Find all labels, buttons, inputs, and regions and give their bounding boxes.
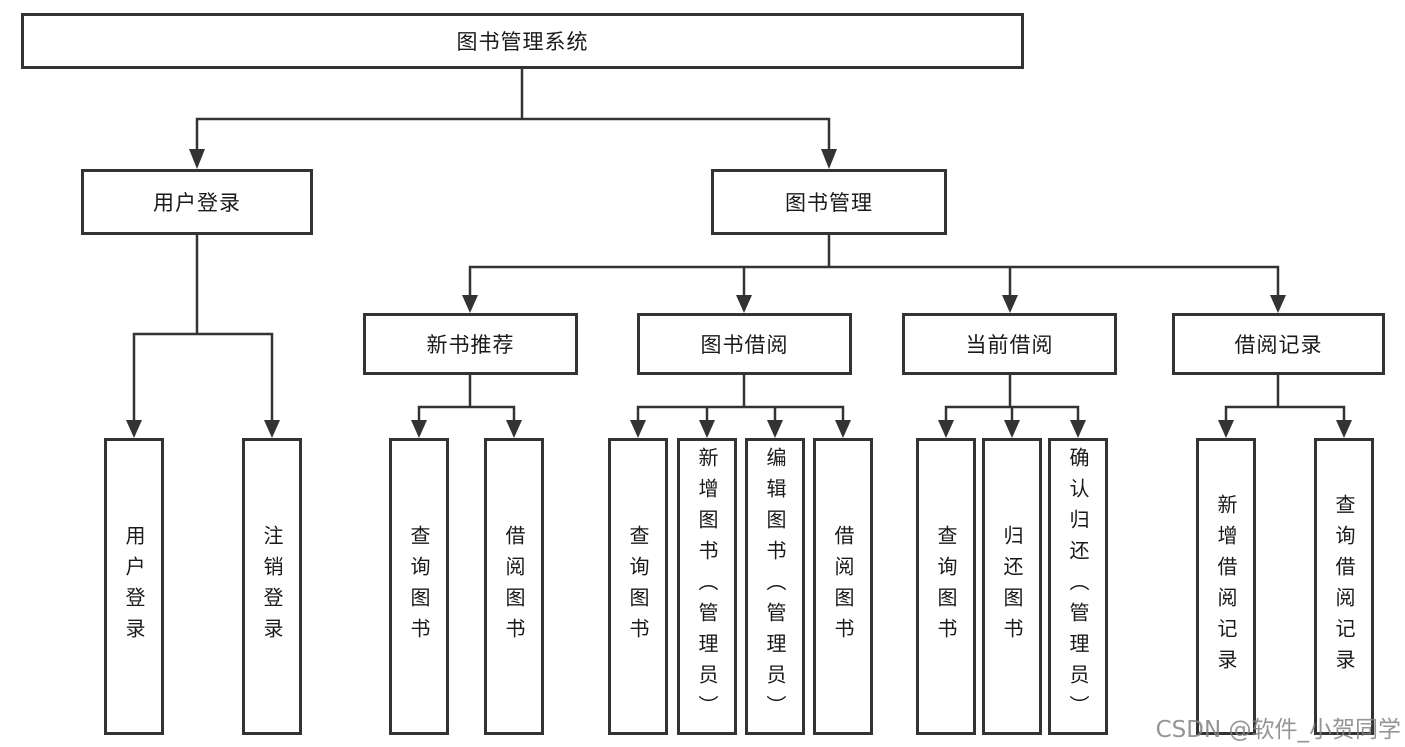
node-current-borrowing: 当前借阅 — [902, 313, 1117, 375]
leaf-records-add-record-label: 新增借阅记录 — [1214, 493, 1238, 680]
leaf-newbooks-borrow-books: 借阅图书 — [484, 438, 544, 735]
node-borrow-records: 借阅记录 — [1172, 313, 1385, 375]
leaf-borrowing-borrow-books-label: 借阅图书 — [831, 524, 855, 649]
leaf-borrowing-add-books-admin-label: 新增图书（管理员） — [695, 447, 719, 726]
leaf-logout-label: 注销登录 — [260, 524, 284, 649]
node-book-management: 图书管理 — [711, 169, 947, 235]
node-book-borrowing: 图书借阅 — [637, 313, 852, 375]
leaf-records-add-record: 新增借阅记录 — [1196, 438, 1256, 735]
node-new-book-recommend-label: 新书推荐 — [426, 333, 515, 357]
connector-stems — [132, 67, 1346, 426]
node-book-management-label: 图书管理 — [785, 191, 873, 215]
leaf-borrowing-edit-books-admin-label: 编辑图书（管理员） — [763, 447, 787, 726]
node-new-book-recommend: 新书推荐 — [363, 313, 578, 375]
leaf-newbooks-query-books: 查询图书 — [389, 438, 449, 735]
leaf-user-login-label: 用户登录 — [122, 524, 146, 649]
node-book-borrowing-label: 图书借阅 — [700, 333, 789, 357]
leaf-user-login: 用户登录 — [104, 438, 164, 735]
leaf-current-confirm-return-admin: 确认归还（管理员） — [1048, 438, 1108, 735]
leaf-borrowing-query-books-label: 查询图书 — [626, 524, 650, 649]
node-root: 图书管理系统 — [21, 13, 1024, 69]
csdn-watermark: CSDN @软件_小贺同学 — [1155, 717, 1401, 743]
node-current-borrowing-label: 当前借阅 — [965, 333, 1054, 357]
leaf-current-query-books: 查询图书 — [916, 438, 976, 735]
leaf-borrowing-add-books-admin: 新增图书（管理员） — [677, 438, 737, 735]
arrowheads — [126, 149, 1352, 438]
leaf-newbooks-borrow-books-label: 借阅图书 — [502, 524, 526, 649]
leaf-borrowing-edit-books-admin: 编辑图书（管理员） — [745, 438, 805, 735]
leaf-current-query-books-label: 查询图书 — [934, 524, 958, 649]
leaf-current-return-books-label: 归还图书 — [1000, 524, 1024, 649]
leaf-borrowing-borrow-books: 借阅图书 — [813, 438, 873, 735]
leaf-borrowing-query-books: 查询图书 — [608, 438, 668, 735]
node-user-login-label: 用户登录 — [153, 191, 241, 215]
leaf-records-query-record-label: 查询借阅记录 — [1332, 493, 1356, 680]
leaf-newbooks-query-books-label: 查询图书 — [407, 524, 431, 649]
node-root-label: 图书管理系统 — [456, 30, 589, 54]
leaf-current-return-books: 归还图书 — [982, 438, 1042, 735]
leaf-logout: 注销登录 — [242, 438, 302, 735]
node-borrow-records-label: 借阅记录 — [1234, 333, 1323, 357]
node-user-login: 用户登录 — [81, 169, 313, 235]
leaf-records-query-record: 查询借阅记录 — [1314, 438, 1374, 735]
leaf-current-confirm-return-admin-label: 确认归还（管理员） — [1066, 447, 1090, 726]
